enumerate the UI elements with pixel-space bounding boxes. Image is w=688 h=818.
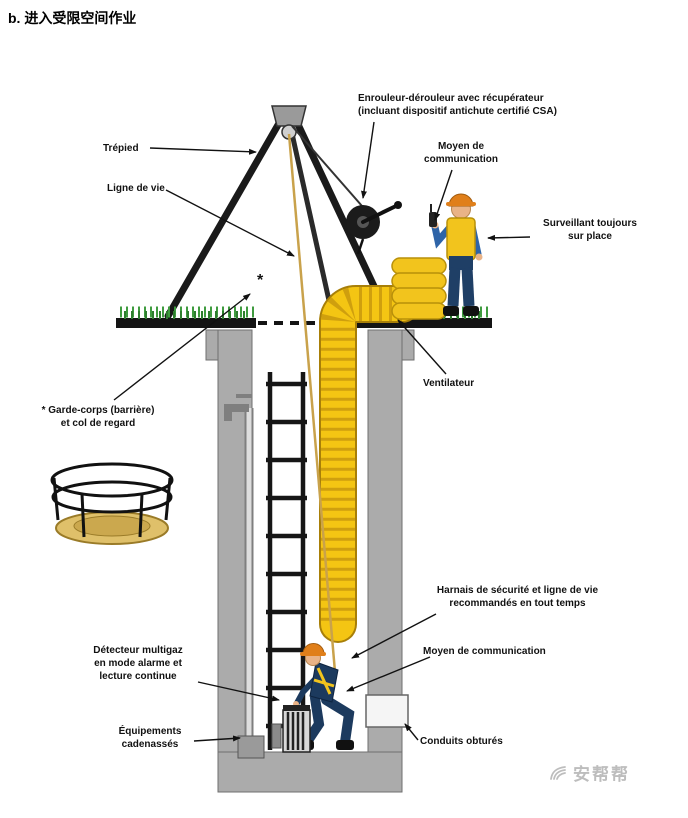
ventilator: [391, 257, 447, 320]
label-detecteur: Détecteur multigaz en mode alarme et lec…: [93, 645, 183, 682]
worker-figure: [293, 643, 355, 750]
arrow-surveillant: [487, 234, 531, 241]
surveillant-figure: [429, 193, 483, 316]
reel-cable: [291, 125, 363, 207]
label-conduits: Conduits obturés: [420, 736, 503, 747]
guardrail-illustration: [50, 462, 174, 545]
asterisk-marker: *: [257, 272, 264, 289]
arrow-enrouleur: [361, 121, 375, 199]
page-title: b. 进入受限空间作业: [8, 10, 137, 26]
arrow-ligne-de-vie: [165, 189, 295, 257]
callout-arrows: [113, 121, 531, 742]
label-equipements: Équipements cadenassés: [118, 726, 182, 750]
plugged-conduit: [365, 694, 409, 728]
label-trepied: Trépied: [103, 143, 139, 154]
arrow-equipements: [193, 735, 241, 742]
retrieval-reel: [346, 201, 402, 255]
label-moyen-communication-bas: Moyen de communication: [423, 646, 546, 657]
arrow-moyen-communication-haut: [434, 169, 453, 221]
arrow-garde-corps: [113, 293, 251, 401]
multigas-detector-equipment: [271, 705, 311, 753]
harness-strap: [316, 667, 332, 695]
label-garde-corps: * Garde-corps (barrière) et col de regar…: [41, 405, 155, 429]
lifeline-rope: [287, 133, 337, 673]
label-ventilateur: Ventilateur: [423, 378, 475, 389]
locked-valve: [237, 735, 265, 759]
water-pipe: [224, 394, 265, 759]
label-enrouleur: Enrouleur-dérouleur avec récupérateur (i…: [358, 93, 557, 117]
watermark-logo-icon: [550, 765, 566, 780]
arrow-conduits: [404, 723, 419, 741]
ventilation-duct: [319, 285, 421, 643]
label-harnais: Harnais de sécurité et ligne de vie reco…: [436, 585, 599, 609]
arrow-moyen-communication-bas: [346, 656, 431, 692]
label-moyen-communication-haut: Moyen de communication: [424, 141, 498, 165]
arrow-detecteur: [197, 681, 280, 702]
arrow-harnais: [351, 613, 437, 659]
safety-vest: [446, 217, 476, 261]
label-surveillant: Surveillant toujours sur place: [543, 218, 637, 242]
watermark: 安帮帮: [548, 760, 630, 785]
tripod: [164, 105, 392, 320]
arrow-ventilateur: [397, 319, 447, 375]
arrow-trepied: [149, 147, 257, 155]
harness-strap: [313, 678, 335, 688]
watermark-text: 安帮帮: [573, 765, 630, 784]
label-ligne-de-vie: Ligne de vie: [107, 183, 165, 194]
